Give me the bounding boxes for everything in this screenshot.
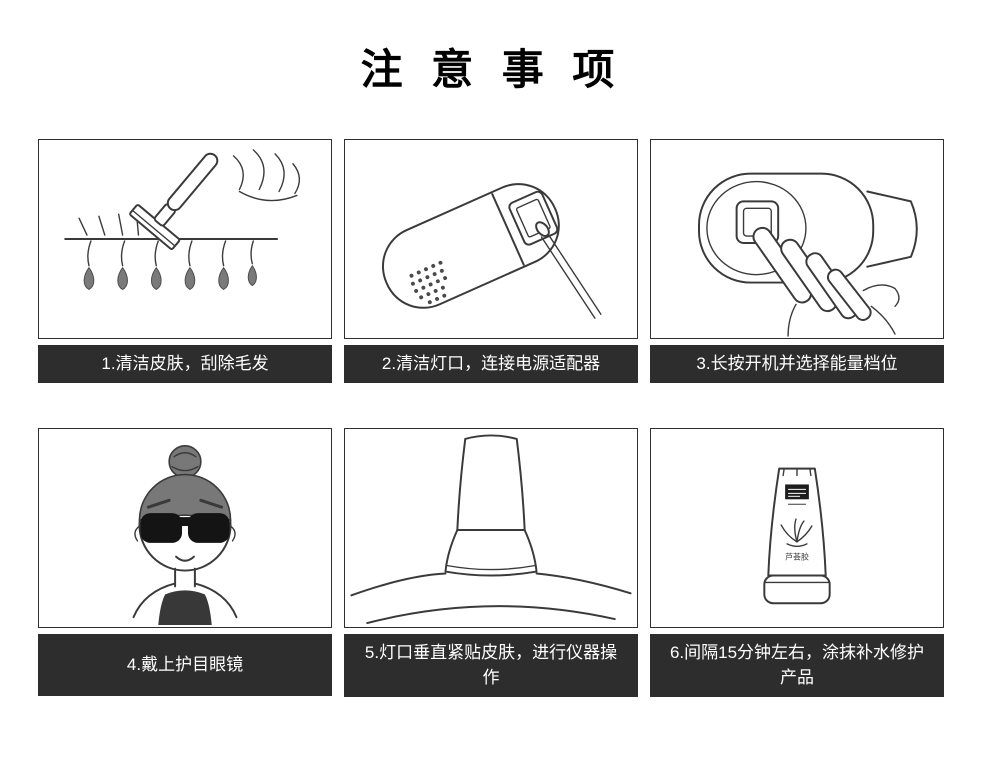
step-6-caption: 6.间隔15分钟左右，涂抹补水修护产品 <box>650 633 944 697</box>
goggles-girl-illustration <box>132 444 238 625</box>
step-2-illustration-box <box>344 139 638 340</box>
step-1-caption: 1.清洁皮肤，刮除毛发 <box>38 345 332 383</box>
step-1: 1.清洁皮肤，刮除毛发 <box>38 139 332 383</box>
aloe-gel-tube-illustration: 芦荟胶 <box>763 467 831 605</box>
step-1-illustration-box <box>38 139 332 340</box>
hair-fringe <box>138 473 232 521</box>
steps-grid: 1.清洁皮肤，刮除毛发 <box>38 139 944 697</box>
press-power-illustration <box>698 173 918 338</box>
shoulders <box>132 582 238 618</box>
hair-drops <box>83 240 257 291</box>
device-on-skin-illustration <box>350 434 632 624</box>
tube-label-text: 芦荟胶 <box>785 552 809 562</box>
step-2: 2.清洁灯口，连接电源适配器 <box>344 139 638 383</box>
holding-fingers <box>232 149 301 202</box>
step-3: 3.长按开机并选择能量档位 <box>650 139 944 383</box>
smile <box>175 555 195 562</box>
page-title: 注 意 事 项 <box>360 45 622 94</box>
step-5-illustration-box <box>344 427 638 628</box>
step-5: 5.灯口垂直紧贴皮肤，进行仪器操作 <box>344 427 638 697</box>
step-6-illustration-box: 芦荟胶 <box>650 427 944 628</box>
tube-icon <box>763 467 831 605</box>
skin-contour <box>350 572 632 624</box>
hair-bun <box>168 444 202 482</box>
step-4-caption: 4.戴上护目眼镜 <box>38 633 332 696</box>
grip-dots <box>409 261 448 305</box>
step-5-caption: 5.灯口垂直紧贴皮肤，进行仪器操作 <box>344 633 638 697</box>
step-3-caption: 3.长按开机并选择能量档位 <box>650 345 944 383</box>
tank-top <box>158 590 212 625</box>
goggles-icon <box>140 513 230 543</box>
step-2-caption: 2.清洁灯口，连接电源适配器 <box>344 345 638 383</box>
eyebrows <box>146 498 224 509</box>
aloe-plant-icon <box>780 518 813 547</box>
razor-icon <box>129 153 219 251</box>
tube-brand-logo <box>785 484 809 505</box>
step-4: 4.戴上护目眼镜 <box>38 427 332 697</box>
step-4-illustration-box <box>38 427 332 628</box>
clean-lamp-port-illustration <box>381 183 602 320</box>
cleaning-swab-icon <box>535 221 602 320</box>
razor-shaving-illustration <box>64 149 301 291</box>
ears <box>134 525 236 542</box>
pressing-hand-icon <box>752 227 900 338</box>
ipl-device-vertical-icon <box>444 434 538 577</box>
step-3-illustration-box <box>650 139 944 340</box>
step-6: 芦荟胶 6.间隔15分钟左右，涂抹补水修护产品 <box>650 427 944 697</box>
ipl-device-icon <box>381 183 560 310</box>
stubble-hairs <box>78 212 140 237</box>
